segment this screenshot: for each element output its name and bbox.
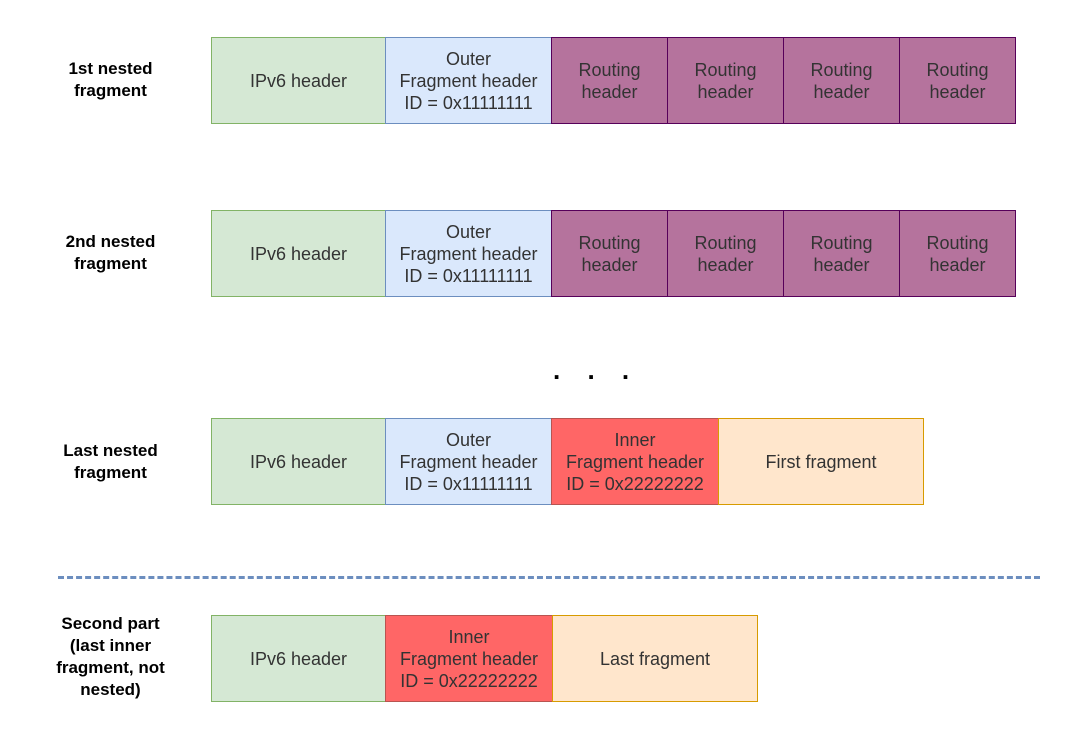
block-text: ID = 0x22222222 [400, 670, 538, 691]
packet-last-nested-fragment: IPv6 header Outer Fragment header ID = 0… [211, 418, 924, 505]
block-text: Routing [578, 59, 641, 80]
block-text: header [929, 254, 986, 275]
block-text: ID = 0x11111111 [404, 265, 533, 286]
routing-header-block: Routing header [667, 37, 784, 124]
routing-header-block: Routing header [667, 210, 784, 297]
block-text: header [581, 81, 638, 102]
packet-2nd-nested-fragment: IPv6 header Outer Fragment header ID = 0… [211, 210, 1016, 297]
block-text: Routing [694, 232, 757, 253]
first-fragment-block: First fragment [718, 418, 924, 505]
ellipsis-more-fragments: . . . [553, 355, 640, 385]
packet-second-part: IPv6 header Inner Fragment header ID = 0… [211, 615, 758, 702]
block-text: header [813, 254, 870, 275]
block-text: Routing [810, 232, 873, 253]
routing-header-block: Routing header [783, 210, 900, 297]
row-label-line: Second part [61, 614, 160, 633]
block-text: ID = 0x11111111 [404, 473, 533, 494]
outer-fragment-header-block: Outer Fragment header ID = 0x11111111 [385, 37, 552, 124]
block-text: Routing [810, 59, 873, 80]
row-label-line: 1st nested [68, 59, 153, 78]
routing-header-block: Routing header [899, 210, 1016, 297]
block-text: Fragment header [565, 451, 705, 472]
block-text: header [697, 254, 754, 275]
inner-fragment-header-block: Inner Fragment header ID = 0x22222222 [551, 418, 719, 505]
ipv6-header-block: IPv6 header [211, 210, 386, 297]
routing-header-block: Routing header [899, 37, 1016, 124]
block-text: First fragment [765, 451, 877, 472]
block-text: IPv6 header [249, 243, 348, 264]
ipv6-header-block: IPv6 header [211, 418, 386, 505]
ipv6-header-block: IPv6 header [211, 37, 386, 124]
block-text: Fragment header [399, 243, 538, 264]
block-text: Routing [926, 232, 989, 253]
outer-fragment-header-block: Outer Fragment header ID = 0x11111111 [385, 210, 552, 297]
row-label-1st-nested: 1st nested fragment [28, 58, 193, 102]
row-label-line: nested) [80, 680, 141, 699]
block-text: Routing [578, 232, 641, 253]
block-text: header [697, 81, 754, 102]
last-fragment-block: Last fragment [552, 615, 758, 702]
row-label-line: fragment [74, 254, 147, 273]
row-label-line: (last inner [69, 636, 152, 655]
block-text: ID = 0x22222222 [566, 473, 704, 494]
routing-header-block: Routing header [551, 210, 668, 297]
block-text: Fragment header [399, 70, 538, 91]
packet-1st-nested-fragment: IPv6 header Outer Fragment header ID = 0… [211, 37, 1016, 124]
row-label-2nd-nested: 2nd nested fragment [28, 231, 193, 275]
block-text: header [581, 254, 638, 275]
block-text: header [813, 81, 870, 102]
row-label-line: fragment [74, 463, 147, 482]
block-text: IPv6 header [249, 451, 348, 472]
routing-header-block: Routing header [783, 37, 900, 124]
block-text: IPv6 header [249, 648, 348, 669]
dashed-divider [58, 576, 1040, 579]
row-label-line: fragment, not [56, 658, 165, 677]
block-text: IPv6 header [249, 70, 348, 91]
outer-fragment-header-block: Outer Fragment header ID = 0x11111111 [385, 418, 552, 505]
row-label-last-nested: Last nested fragment [28, 440, 193, 484]
block-text: header [929, 81, 986, 102]
ipv6-header-block: IPv6 header [211, 615, 386, 702]
block-text: Outer [445, 429, 492, 450]
block-text: Last fragment [599, 648, 711, 669]
inner-fragment-header-block: Inner Fragment header ID = 0x22222222 [385, 615, 553, 702]
block-text: Outer [445, 48, 492, 69]
block-text: Routing [694, 59, 757, 80]
block-text: Routing [926, 59, 989, 80]
block-text: ID = 0x11111111 [404, 92, 533, 113]
block-text: Inner [448, 626, 490, 647]
row-label-line: fragment [74, 81, 147, 100]
routing-header-block: Routing header [551, 37, 668, 124]
row-label-line: 2nd nested [65, 232, 156, 251]
block-text: Inner [614, 429, 656, 450]
row-label-second-part: Second part (last inner fragment, not ne… [28, 613, 193, 701]
row-label-line: Last nested [63, 441, 158, 460]
block-text: Fragment header [399, 648, 539, 669]
block-text: Fragment header [399, 451, 538, 472]
block-text: Outer [445, 221, 492, 242]
